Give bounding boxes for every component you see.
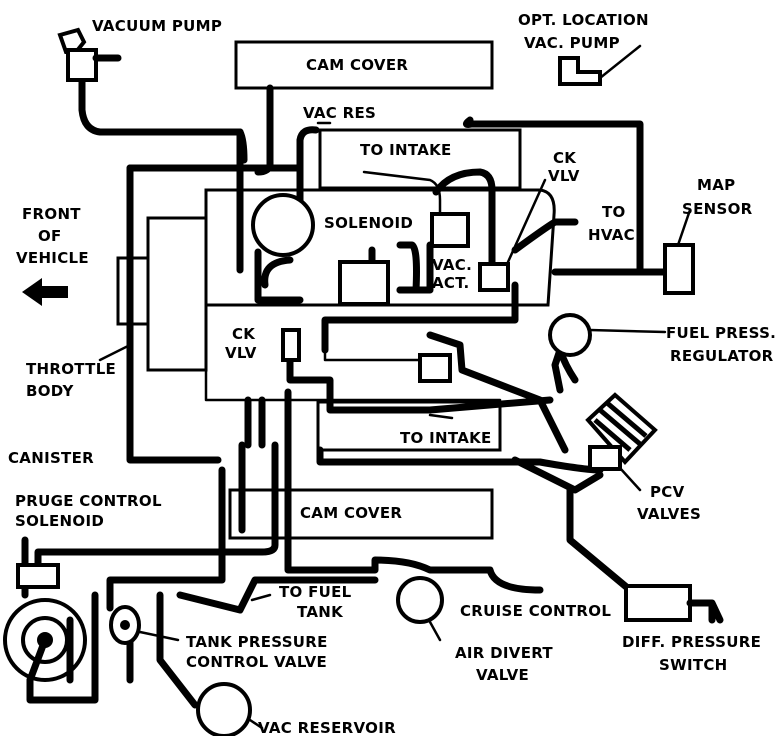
label-to-intake-top: TO INTAKE bbox=[360, 141, 452, 159]
fuel-reg-leader bbox=[588, 328, 667, 334]
label-ck-vlv-right: CK bbox=[553, 149, 577, 167]
throttle-leader bbox=[98, 343, 132, 362]
vacuum-pump bbox=[57, 27, 122, 82]
label-throttle-body: BODY bbox=[26, 382, 74, 400]
hose-canister-link bbox=[106, 466, 226, 612]
hose-to-fuel-tank bbox=[176, 576, 379, 614]
label-to-fuel: TO FUEL bbox=[279, 583, 352, 601]
hose-vac-res-up bbox=[296, 126, 320, 249]
label-cam-cover-top: CAM COVER bbox=[306, 56, 408, 74]
diff-pressure-switch bbox=[624, 584, 692, 622]
to-intake-bottom-leader bbox=[428, 413, 454, 420]
hose-vac-res-out bbox=[254, 248, 304, 304]
label-cruise-control: CRUISE CONTROL bbox=[460, 602, 611, 620]
hose-intake-act bbox=[432, 168, 496, 266]
hose-cruise-control bbox=[284, 388, 544, 594]
label-pcv-valves: VALVES bbox=[637, 505, 701, 523]
hose-middle bbox=[321, 281, 519, 354]
hose-pcv-diag bbox=[511, 456, 604, 494]
hose-ck-vlv-down bbox=[286, 356, 554, 414]
pcv-valves bbox=[585, 392, 658, 471]
label-to-hvac: TO bbox=[602, 203, 626, 221]
purge-control-solenoid bbox=[16, 563, 60, 589]
hose-diff-switch bbox=[566, 486, 634, 594]
label-to-intake-bottom: TO INTAKE bbox=[400, 429, 492, 447]
hose-ck-pair bbox=[244, 396, 266, 449]
label-vac-act-2: ACT. bbox=[432, 274, 469, 292]
hose-canister-loop bbox=[26, 591, 99, 704]
fuel-tank-leader bbox=[250, 593, 272, 602]
label-tank-pressure: TANK PRESSURE bbox=[186, 633, 328, 651]
vac-act bbox=[430, 212, 470, 248]
hose-mid-link bbox=[323, 348, 422, 362]
map-sensor-leader bbox=[676, 208, 692, 247]
label-fuel-regulator: REGULATOR bbox=[670, 347, 774, 365]
label-vac-reservoir: VAC RESERVOIR bbox=[258, 719, 396, 736]
label-vacuum-pump: VACUUM PUMP bbox=[92, 17, 222, 35]
air-divert-valve bbox=[396, 576, 444, 624]
pcv-leader bbox=[618, 466, 642, 492]
map-sensor bbox=[663, 243, 695, 295]
ck-vlv-right bbox=[478, 262, 510, 292]
hose-act-left bbox=[396, 241, 434, 294]
label-diff-switch: SWITCH bbox=[659, 656, 728, 674]
left-arrow-icon bbox=[22, 278, 68, 306]
label-fuel-press: FUEL PRESS. bbox=[666, 324, 776, 342]
canister bbox=[3, 598, 87, 684]
air-divert-leader bbox=[428, 620, 442, 642]
hose-vac-reservoir bbox=[156, 591, 199, 709]
label-opt-location: OPT. LOCATION bbox=[518, 11, 649, 29]
label-air-divert-valve: VALVE bbox=[476, 666, 529, 684]
label-purge-solenoid: SOLENOID bbox=[15, 512, 104, 530]
hose-pcv-lower bbox=[316, 446, 604, 474]
label-solenoid: SOLENOID bbox=[324, 214, 413, 232]
vac-reservoir bbox=[196, 682, 252, 736]
hose-cam-cover-top bbox=[254, 84, 274, 176]
diff-switch-lead bbox=[686, 599, 724, 624]
hose-pcv-upper bbox=[426, 331, 569, 454]
label-front-vehicle: VEHICLE bbox=[16, 249, 89, 267]
hose-left-vertical bbox=[126, 164, 222, 464]
label-purge-control: PRUGE CONTROL bbox=[15, 492, 162, 510]
label-vac-act: VAC. bbox=[432, 256, 472, 274]
pcv-top-valve bbox=[418, 353, 452, 383]
label-ck-vlv-left: CK bbox=[232, 325, 256, 343]
label-vac-res: VAC RES bbox=[303, 104, 376, 122]
label-front: FRONT bbox=[22, 205, 81, 223]
label-diff-pressure: DIFF. PRESSURE bbox=[622, 633, 761, 651]
label-pcv: PCV bbox=[650, 483, 685, 501]
label-opt-location-pump: VAC. PUMP bbox=[524, 34, 620, 52]
vac-res bbox=[251, 193, 315, 257]
fuel-press-regulator bbox=[548, 313, 592, 357]
hose-top-right bbox=[463, 116, 694, 276]
cam-cover-top bbox=[234, 40, 494, 90]
ck-vlv-right-leader bbox=[506, 178, 547, 264]
label-ck-vlv-left-2: VLV bbox=[225, 344, 257, 362]
opt-vac-pump bbox=[558, 56, 602, 86]
opt-vac-pump-leader bbox=[598, 44, 642, 80]
label-canister: CANISTER bbox=[8, 449, 94, 467]
ck-vlv-left bbox=[281, 328, 301, 362]
tank-pressure-control-valve bbox=[109, 605, 141, 645]
label-cam-cover-bottom: CAM COVER bbox=[300, 504, 402, 522]
label-map-sensor: SENSOR bbox=[682, 200, 753, 218]
label-fuel-tank: TANK bbox=[297, 603, 344, 621]
throttle-body-housing bbox=[146, 216, 208, 372]
hose-vacuum-pump bbox=[78, 76, 248, 164]
label-air-divert: AIR DIVERT bbox=[455, 644, 553, 662]
label-map: MAP bbox=[697, 176, 735, 194]
label-front-of: OF bbox=[38, 227, 62, 245]
label-throttle: THROTTLE bbox=[26, 360, 116, 378]
hose-purge bbox=[34, 441, 279, 574]
solenoid bbox=[338, 260, 390, 306]
hose-vac-res-loop bbox=[261, 256, 294, 289]
hose-to-hvac bbox=[511, 218, 579, 254]
label-ck-vlv-right-2: VLV bbox=[548, 167, 580, 185]
label-to-hvac-2: HVAC bbox=[588, 226, 635, 244]
tank-valve-leader bbox=[138, 630, 180, 642]
vac-reservoir-leader bbox=[248, 718, 264, 730]
label-control-valve: CONTROL VALVE bbox=[186, 653, 327, 671]
